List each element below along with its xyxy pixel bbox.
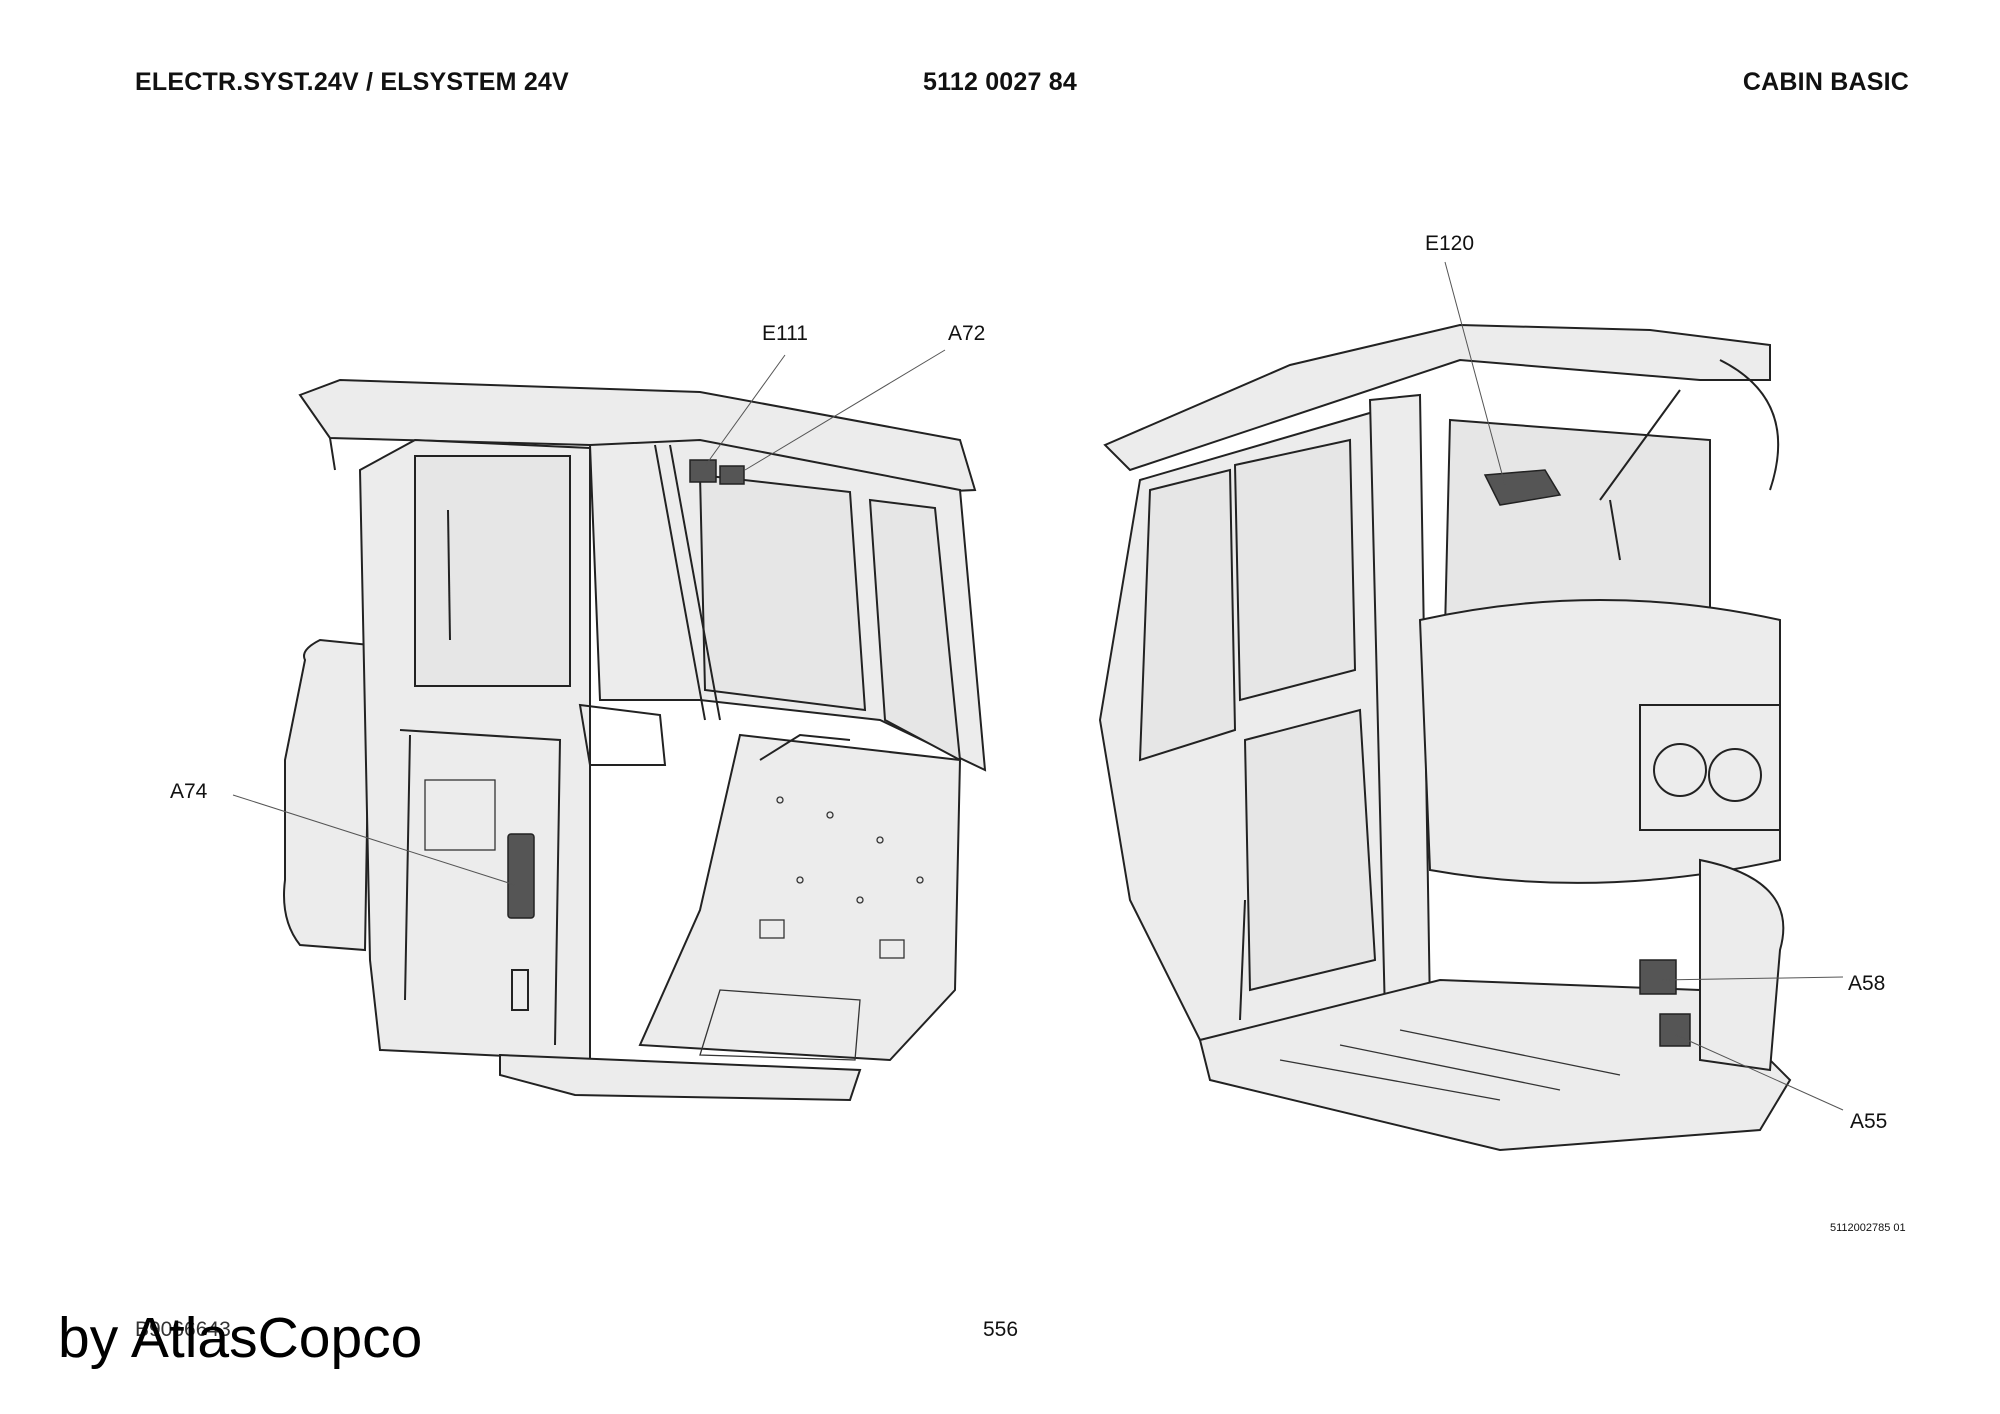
leader-a74 — [232, 794, 516, 886]
right-cabin-drawing — [1098, 323, 1792, 1152]
leader-a72 — [744, 349, 946, 471]
callout-a72: A72 — [948, 322, 986, 345]
a58-component — [1639, 959, 1677, 995]
leader-e111 — [704, 354, 786, 467]
header-part-number: 5112 0027 84 — [923, 68, 1077, 96]
callout-leaders — [232, 261, 1844, 1111]
header-title-right: CABIN BASIC — [1742, 68, 1909, 96]
callout-e111: E111 — [762, 322, 808, 345]
page-number: 556 — [983, 1318, 1019, 1341]
header-title-left: ELECTR.SYST.24V / ELSYSTEM 24V — [135, 68, 569, 96]
document-code: B9066643 — [135, 1318, 231, 1341]
watermark-text: by AtlasCopco — [58, 1306, 423, 1370]
leader-a55 — [1675, 1034, 1844, 1111]
callout-a58: A58 — [1848, 972, 1886, 995]
drawing-id: 5112002785 01 — [1830, 1222, 1906, 1234]
callout-a55: A55 — [1850, 1110, 1888, 1133]
leader-a58 — [1659, 976, 1844, 981]
a74-component — [507, 833, 535, 919]
left-cabin-drawing — [283, 378, 987, 1102]
a55-component — [1659, 1013, 1691, 1047]
callout-e120: E120 — [1425, 232, 1475, 255]
callout-a74: A74 — [170, 780, 208, 803]
leader-e120 — [1444, 261, 1506, 486]
